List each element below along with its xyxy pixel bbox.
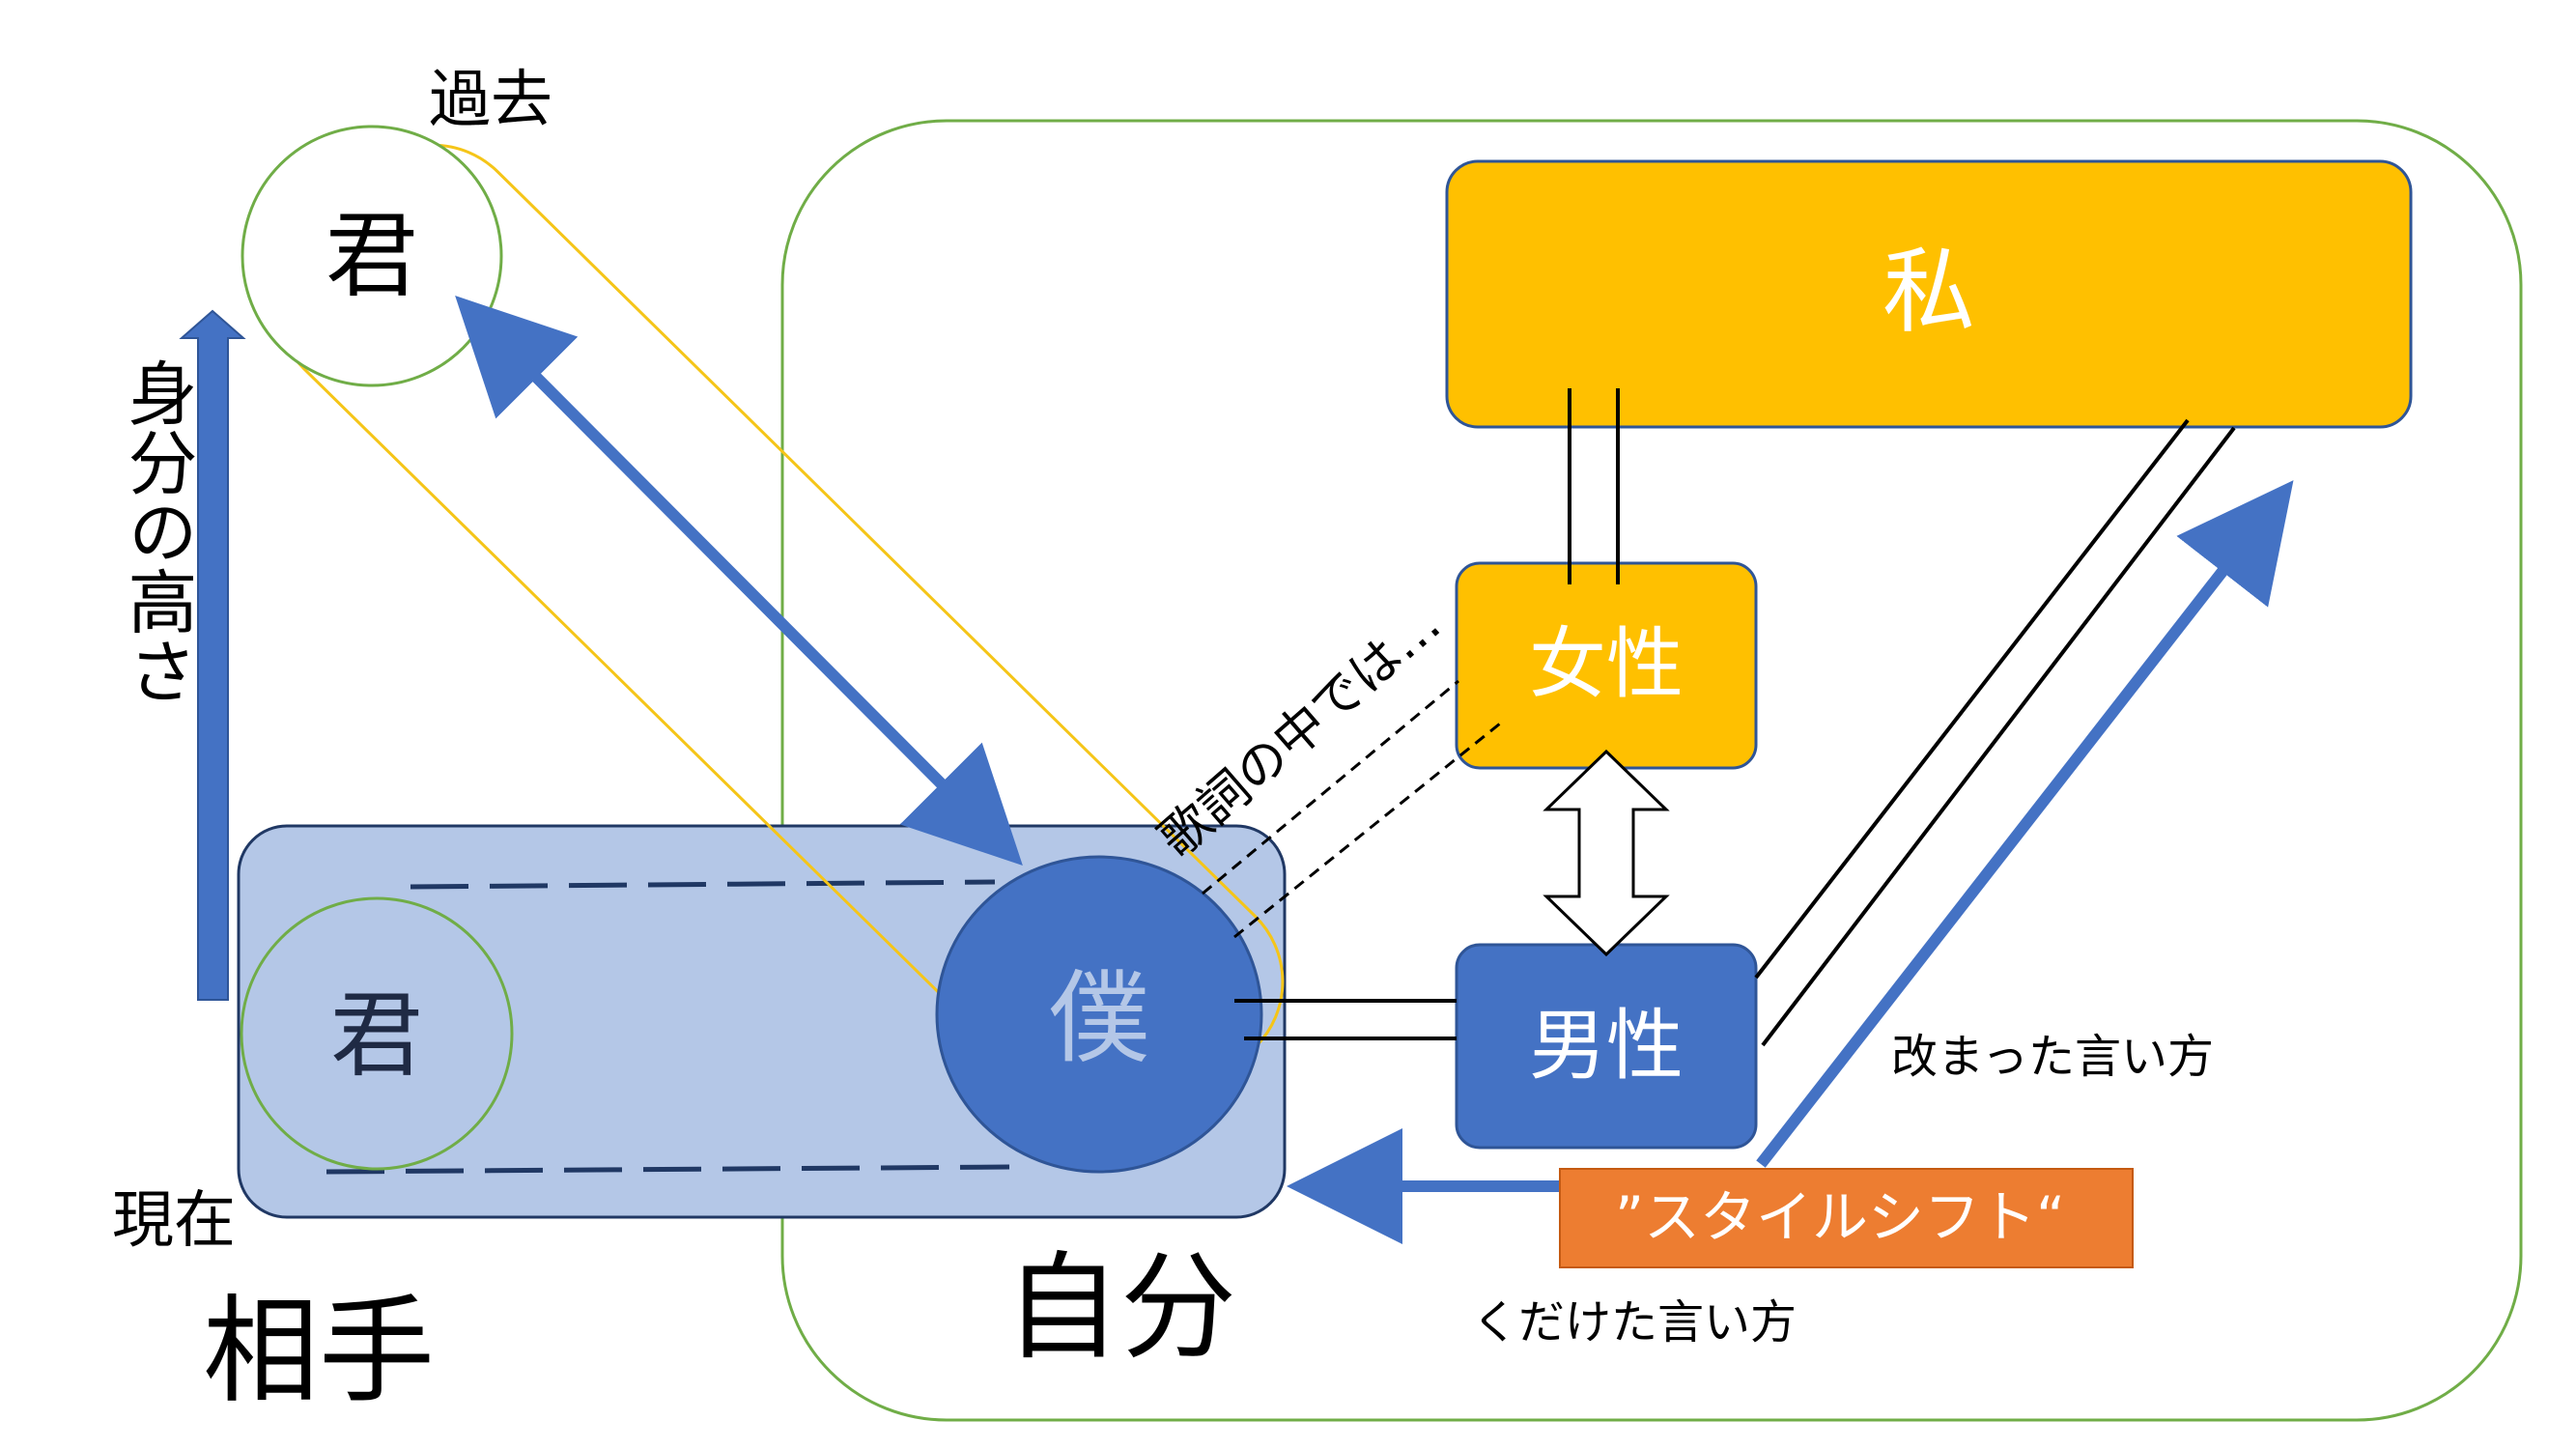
dashed-boku-josei-1 (1202, 679, 1459, 895)
present-label: 現在 (112, 1185, 236, 1257)
kimi-past-label: 君 (326, 202, 418, 310)
kimi-boku-arrow (455, 295, 1023, 867)
style-shift-up-arrow (1756, 480, 2294, 1168)
dansei-watashi-line-2 (1761, 426, 2236, 1047)
aite-label: 相手 (203, 1285, 435, 1419)
dashed-line-bottom (326, 1164, 1010, 1175)
style-shift-label: ”スタイルシフト“ (1615, 1184, 2065, 1250)
watashi-box (1445, 159, 2413, 429)
dansei-watashi-line-1 (1754, 418, 2190, 980)
status-height-label: 身分の高さ (116, 357, 197, 705)
boku-label: 僕 (1049, 959, 1149, 1077)
jibun-label: 自分 (1005, 1241, 1236, 1376)
dansei-label: 男性 (1529, 1001, 1684, 1091)
josei-label: 女性 (1529, 619, 1684, 709)
past-label: 過去 (429, 65, 552, 136)
casual-way-label: くだけた言い方 (1472, 1295, 1797, 1350)
style-shift-box (1559, 1168, 2134, 1268)
watashi-label: 私 (1882, 238, 1975, 346)
formal-way-label: 改まった言い方 (1891, 1030, 2214, 1084)
kimi-past-circle (241, 125, 503, 387)
boku-ellipse (935, 855, 1263, 1174)
dashed-line-top (410, 879, 996, 890)
kimi-present-label: 君 (330, 981, 423, 1090)
josei-dansei-double-arrow (1543, 749, 1670, 957)
kimi-present-circle (240, 896, 514, 1171)
lyrics-note-label: 歌詞の中では… (1148, 595, 1452, 869)
status-height-arrow (179, 309, 246, 1001)
